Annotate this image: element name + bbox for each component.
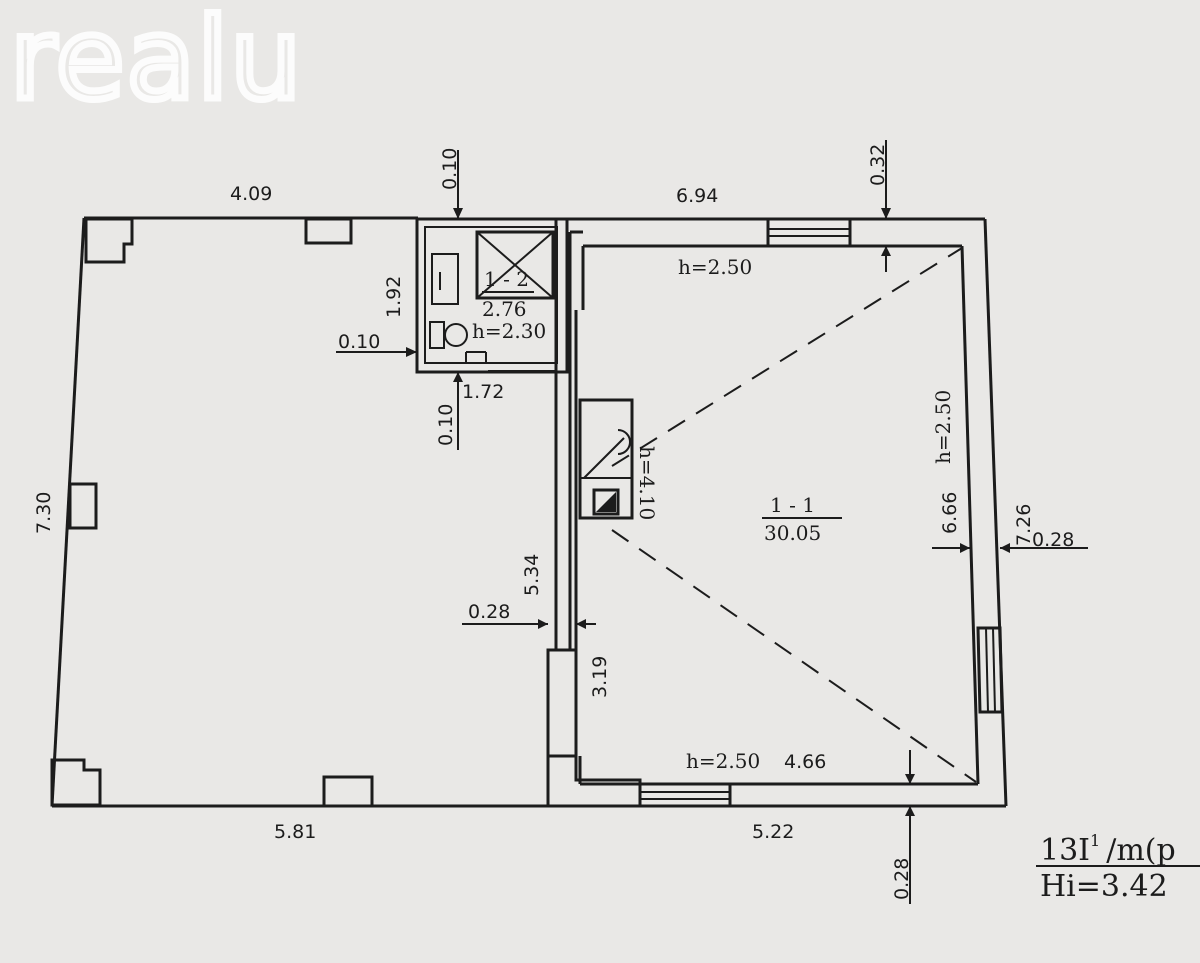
footnote-line2: Hi=3.42 [1040, 869, 1168, 904]
dimension-arrows [406, 208, 1010, 816]
room-bath-area: 2.76 [482, 297, 527, 321]
dim-bottom-inner: 4.66 [784, 751, 826, 773]
dim-right-thk: 0.28 [1032, 529, 1074, 551]
dim-left-height: 7.30 [33, 492, 55, 534]
window-top [766, 217, 852, 248]
height-bottom: h=2.50 [686, 749, 760, 773]
dim-right-outer: 7.26 [1013, 504, 1035, 546]
dim-right-inner: 6.66 [939, 492, 961, 534]
height-top: h=2.50 [678, 255, 752, 279]
chimney-stove [578, 398, 634, 520]
bathroom-walls [415, 217, 569, 374]
dim-top-thk-right: 0.32 [867, 144, 889, 186]
windows [638, 217, 1004, 808]
toilet-fixture [429, 321, 468, 349]
dim-inner-wall-thk: 0.28 [468, 601, 510, 623]
post-top-left [84, 217, 134, 264]
dim-bath-width: 1.72 [462, 381, 504, 403]
dim-bath-bottom-thk: 0.10 [435, 404, 457, 446]
terrace-posts [50, 217, 374, 808]
dim-top-left: 4.09 [230, 183, 272, 205]
room-main-id: 1 - 1 [770, 493, 815, 517]
post-bottom-left [50, 758, 102, 807]
height-right: h=2.50 [931, 390, 955, 464]
dim-bottom-right: 5.22 [752, 821, 794, 843]
dim-bottom-thk: 0.28 [891, 858, 913, 900]
room-bath-id: 1 - 2 [484, 267, 529, 291]
room-diagonals [611, 247, 977, 783]
chimney-height: h=4.10 [635, 446, 659, 520]
footnote-line1: 13I1/m(p [1040, 831, 1176, 868]
post-top-mid [304, 217, 353, 245]
room-main-area: 30.05 [764, 521, 821, 545]
window-right [976, 626, 1004, 714]
dim-bath-height: 1.92 [383, 276, 405, 318]
room-bath-height: h=2.30 [472, 319, 546, 343]
dim-inner-wall-len: 5.34 [521, 554, 543, 596]
dim-top-right: 6.94 [676, 185, 718, 207]
dim-top-thk-bath: 0.10 [439, 148, 461, 190]
dim-bottom-left: 5.81 [274, 821, 316, 843]
watermark-logo: realu [10, 0, 303, 125]
shower-tray [475, 230, 555, 300]
terrace-outline [50, 216, 556, 808]
footnote: 13I1/m(p Hi=3.42 [1036, 831, 1200, 904]
window-bottom [638, 782, 732, 808]
dim-bath-left-thk: 0.10 [338, 331, 380, 353]
post-bottom-mid [322, 775, 374, 808]
dim-door-width: 3.19 [589, 656, 611, 698]
post-left-mid [68, 482, 98, 530]
dimension-lines [336, 140, 1088, 904]
sink-fixture [431, 253, 459, 305]
